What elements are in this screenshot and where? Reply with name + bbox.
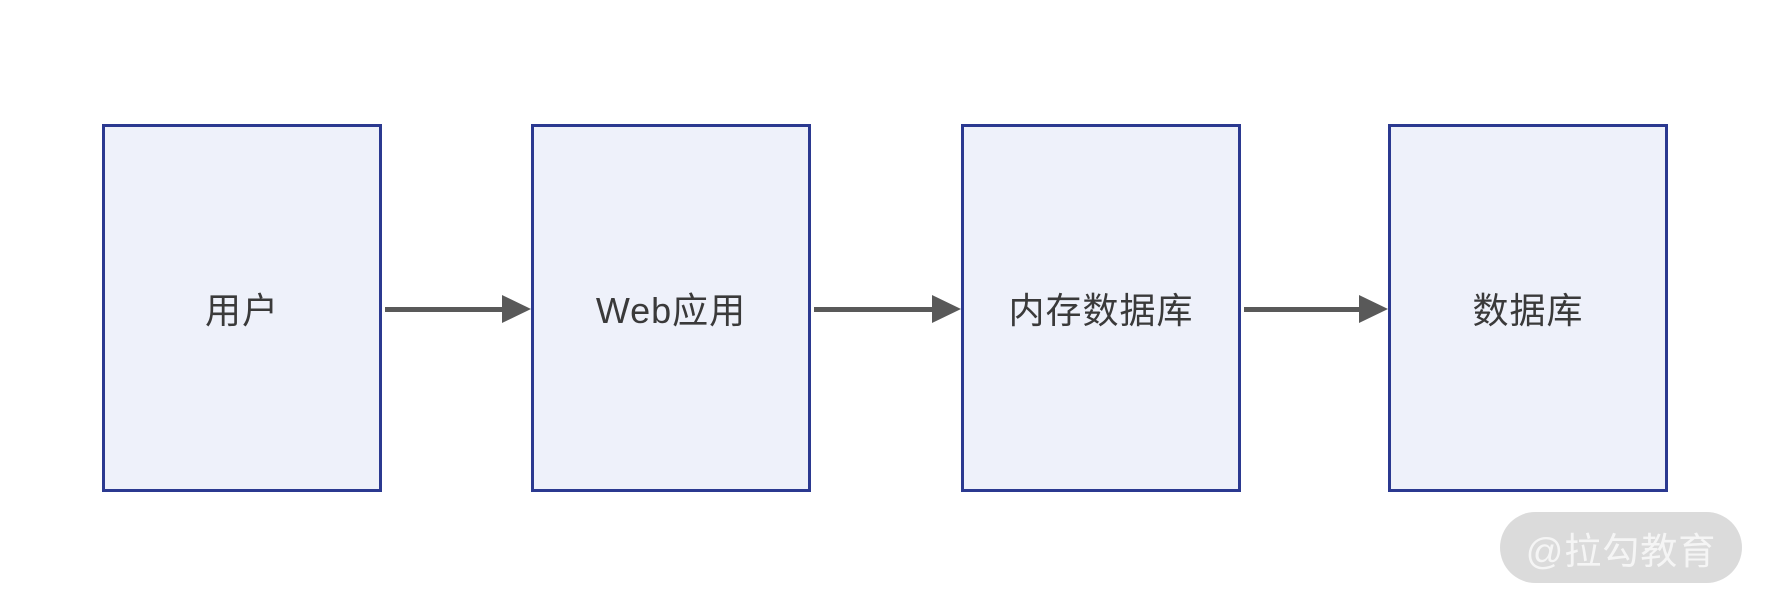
arrow-head-right-icon <box>932 295 961 323</box>
flow-node-user: 用户 <box>102 124 382 492</box>
flow-node-web-app: Web应用 <box>531 124 811 492</box>
flow-arrow-inmemorydb-to-database <box>1244 295 1388 323</box>
flow-node-in-memory-db: 内存数据库 <box>961 124 1241 492</box>
node-label-database: 数据库 <box>1472 290 1584 331</box>
arrow-line <box>1244 306 1359 312</box>
arrow-head-right-icon <box>1359 295 1388 323</box>
flow-node-database: 数据库 <box>1388 124 1668 492</box>
flow-arrow-user-to-webapp <box>385 295 531 323</box>
watermark-badge: @拉勾教育 <box>1500 512 1742 583</box>
arrow-head-right-icon <box>502 295 531 323</box>
node-label-in-memory-db: 内存数据库 <box>1008 290 1194 331</box>
flow-arrow-webapp-to-inmemorydb <box>814 295 961 323</box>
arrow-line <box>814 306 932 312</box>
arrow-line <box>385 306 502 312</box>
watermark-label: @拉勾教育 <box>1525 530 1717 572</box>
node-label-web-app: Web应用 <box>595 290 747 331</box>
node-label-user: 用户 <box>204 290 279 331</box>
